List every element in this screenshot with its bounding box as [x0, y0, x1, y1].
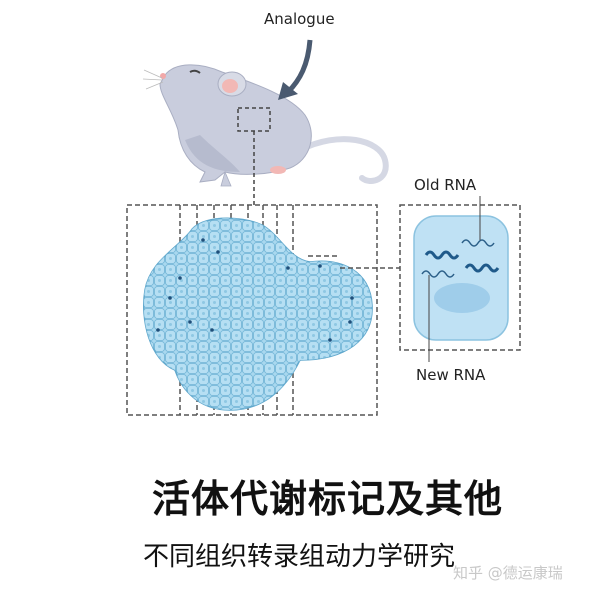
- tissue-cells: [143, 217, 373, 411]
- old-rna-strand-icon: [461, 239, 495, 247]
- caption-subtitle: 不同组织转录组动力学研究: [143, 542, 456, 572]
- old-rna-strand-icon-2: [421, 270, 455, 278]
- single-cell-panel: [399, 196, 521, 362]
- metabolic-labeling-diagram: [126, 39, 521, 416]
- new-rna-strand-icon-2: [464, 263, 500, 273]
- analogue-arrow: [278, 39, 313, 100]
- old-rna-label: Old RNA: [414, 176, 477, 194]
- source-watermark: 知乎 @德运康瑞: [453, 564, 563, 582]
- analogue-label: Analogue: [264, 10, 335, 28]
- new-rna-strand-icon: [424, 250, 460, 260]
- caption-title: 活体代谢标记及其他: [152, 477, 504, 521]
- mouse-illustration: [142, 64, 389, 205]
- new-rna-label: New RNA: [416, 366, 486, 384]
